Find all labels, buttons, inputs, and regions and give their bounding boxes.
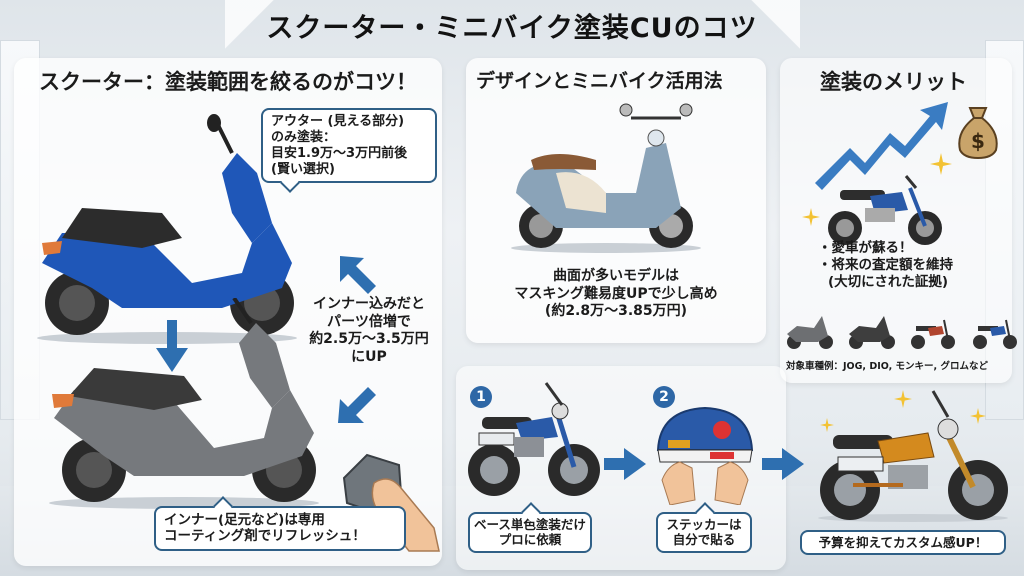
outer-paint-line-2: のみ塗装：: [271, 129, 337, 145]
inner-coating-line-1: インナー(足元など)は専用: [164, 512, 325, 528]
outer-paint-line-1: アウター (見える部分): [271, 114, 405, 129]
result-bubble: 予算を抑えてカスタム感UP！: [800, 530, 1006, 556]
step-2-line-1: ステッカーは: [666, 517, 742, 532]
inner-cost-line-4: にUP: [351, 348, 387, 365]
step-2-badge: 2: [653, 386, 675, 408]
outer-paint-line-3: 目安1.9万〜3万円前後: [271, 145, 408, 161]
custom-monkey-illustration: [818, 390, 1008, 522]
blue-minibike-illustration: [828, 175, 942, 245]
step-1-line-1: ベース単色塗装だけ: [474, 517, 586, 532]
sparkle-icon: [970, 408, 986, 424]
inner-cost-line-2: パーツ倍増で: [327, 313, 411, 330]
inner-cost-line-1: インナー込みだと: [313, 296, 425, 312]
model-thumb-dio: [849, 316, 895, 349]
design-caption: 曲面が多いモデルは マスキング難易度UPで少し高め (約2.8万〜3.85万円): [466, 268, 766, 321]
inner-coating-bubble: インナー(足元など)は専用 コーティング剤でリフレッシュ！: [154, 496, 406, 551]
sparkle-icon: [820, 418, 834, 432]
background-light-left: [225, 0, 285, 60]
merit-bullet-3: (大切にされた証拠): [828, 273, 949, 290]
merit-bullet-2: ・将来の査定額を維持: [818, 256, 953, 273]
rising-arrow-icon: [815, 102, 948, 190]
design-caption-line-1: 曲面が多いモデルは: [553, 268, 679, 284]
panel-scooter: スクーター：塗装範囲を絞るのがコツ！ アウター (見える部分) のみ塗装： 目安…: [14, 58, 442, 566]
model-thumb-grom: [973, 319, 1017, 349]
step-2-bubble: ステッカーは 自分で貼る: [656, 502, 752, 553]
arrow-right-icon: [604, 448, 646, 480]
svg-text:$: $: [971, 129, 985, 153]
model-thumb-monkey: [911, 319, 955, 349]
gray-scooter-illustration: [49, 298, 319, 509]
blue-scooter-illustration: [37, 114, 297, 344]
sparkle-icon: [802, 208, 820, 226]
sparkle-icon: [894, 390, 912, 408]
model-thumb-jog: [787, 316, 833, 349]
merit-bullet-1: ・愛車が蘇る！: [818, 240, 913, 256]
step-1-line-2: プロに依頼: [498, 532, 562, 548]
step-1-badge: 1: [470, 386, 492, 408]
target-models-label: 対象車種例：JOG, DIO, モンキー, グロムなど: [786, 361, 988, 372]
panel-merit: 塗装のメリット $ ・愛車が蘇る！ ・将来の査定額を維持 (大切にされた証拠): [780, 58, 1012, 383]
inner-cost-note: インナー込みだと パーツ倍増で 約2.5万〜3.5万円 にUP: [299, 296, 439, 366]
panel-design-title: デザインとミニバイク活用法: [476, 70, 723, 92]
panel-merit-title: 塗装のメリット: [820, 70, 967, 94]
arrow-right-icon: [762, 448, 804, 480]
design-caption-line-3: (約2.8万〜3.85万円): [544, 303, 688, 319]
panel-scooter-title: スクーター：塗装範囲を絞るのがコツ！: [39, 70, 417, 94]
panel-design: デザインとミニバイク活用法 曲面が多いモデルは マスキング難易度UPで少し高め …: [466, 58, 766, 343]
step-1-bubble: ベース単色塗装だけ プロに依頼: [468, 502, 592, 553]
outer-paint-bubble: アウター (見える部分) のみ塗装： 目安1.9万〜3万円前後 (賢い選択): [261, 108, 437, 194]
model-thumbnails: [782, 312, 1022, 352]
arrow-down-left-icon: [338, 387, 376, 423]
blue-monkey-illustration: [468, 382, 600, 496]
money-bag-icon: $: [958, 107, 998, 160]
design-caption-line-2: マスキング難易度UPで少し高め: [514, 285, 718, 302]
outer-paint-line-4: (賢い選択): [271, 161, 335, 177]
merit-bullets: ・愛車が蘇る！ ・将来の査定額を維持 (大切にされた証拠): [818, 240, 953, 291]
tank-sticker-illustration: [656, 406, 754, 505]
page-title: スクーター・ミニバイク塗装CUのコツ: [266, 13, 758, 44]
arrow-up-left-icon: [340, 256, 376, 294]
inner-cost-line-3: 約2.5万〜3.5万円: [309, 331, 429, 347]
retro-scooter-illustration: [511, 103, 701, 253]
sparkle-icon: [930, 153, 952, 175]
inner-coating-line-2: コーティング剤でリフレッシュ！: [164, 528, 366, 545]
arrow-down-icon: [156, 320, 188, 372]
step-2-line-2: 自分で貼る: [672, 532, 736, 548]
